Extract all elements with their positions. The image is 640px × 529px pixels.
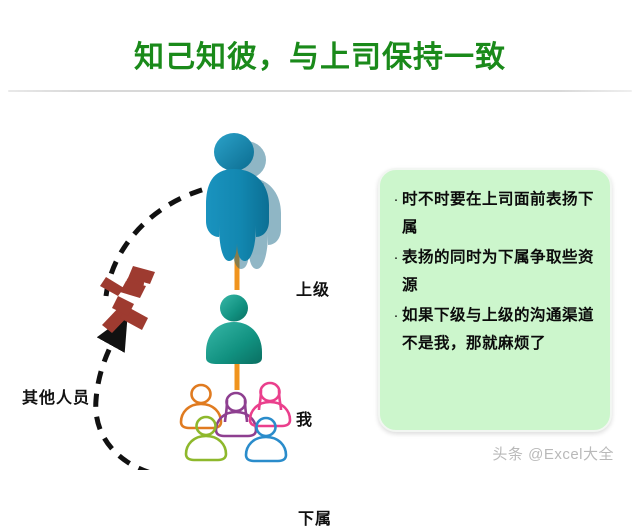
diagram-graphics bbox=[93, 133, 292, 470]
bullet-item: · 如果下级与上级的沟通渠道不是我，那就麻烦了 bbox=[390, 302, 598, 358]
bullet-text: 时不时要在上司面前表扬下属 bbox=[402, 191, 595, 236]
title-divider bbox=[8, 90, 632, 92]
runner-figure bbox=[100, 266, 155, 333]
subordinate-figure-orange bbox=[179, 383, 223, 430]
label-superior: 上级 bbox=[296, 282, 331, 299]
superior-figure bbox=[206, 133, 281, 269]
subordinate-figure-blue bbox=[244, 416, 288, 463]
label-subordinate: 下属 bbox=[298, 511, 333, 528]
slide-canvas: 知己知彼，与上司保持一致 bbox=[0, 34, 640, 528]
bullet-text: 如果下级与上级的沟通渠道不是我，那就麻烦了 bbox=[402, 307, 595, 352]
bullet-panel: · 时不时要在上司面前表扬下属 · 表扬的同时为下属争取些资源 · 如果下级与上… bbox=[378, 168, 612, 432]
bullet-marker: · bbox=[393, 249, 399, 266]
hierarchy-diagram: 上级 我 下属 其他人员 bbox=[0, 100, 370, 528]
bullet-item: · 表扬的同时为下属争取些资源 bbox=[390, 244, 598, 300]
dashed-arrow-others-to-superior bbox=[103, 168, 264, 297]
subordinate-figure-pink bbox=[248, 381, 292, 428]
bullet-text: 表扬的同时为下属争取些资源 bbox=[402, 249, 595, 294]
page-title: 知己知彼，与上司保持一致 bbox=[134, 41, 506, 74]
bullet-marker: · bbox=[393, 307, 399, 324]
label-others: 其他人员 bbox=[22, 390, 91, 407]
watermark: 头条 @Excel大全 bbox=[492, 446, 614, 463]
subordinate-figure-green bbox=[184, 415, 228, 462]
bullet-marker: · bbox=[393, 191, 399, 208]
bullet-item: · 时不时要在上司面前表扬下属 bbox=[390, 186, 598, 242]
label-me: 我 bbox=[296, 412, 314, 429]
subordinate-figure-purple bbox=[214, 391, 258, 438]
subordinate-figures bbox=[179, 381, 292, 463]
slide-title-bar: 知己知彼，与上司保持一致 bbox=[0, 34, 640, 82]
dashed-arrow-subordinates-to-others bbox=[93, 314, 150, 470]
me-figure bbox=[206, 294, 262, 364]
